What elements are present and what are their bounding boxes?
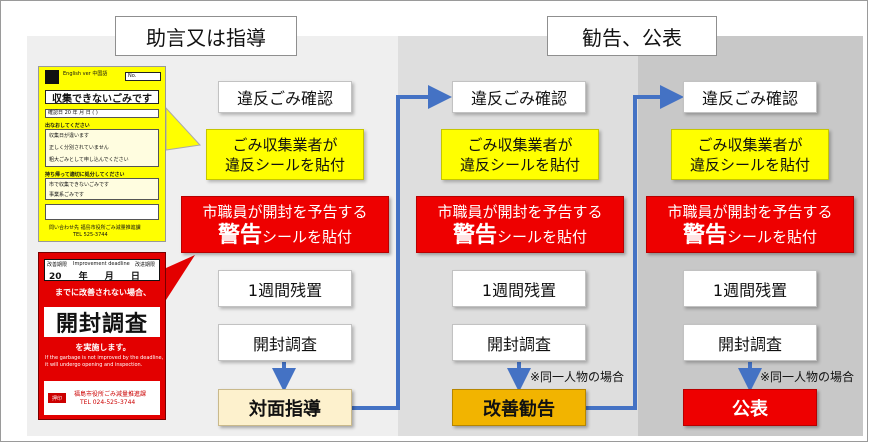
header-recommend: 勧告、公表 bbox=[547, 16, 717, 56]
col3-leave-box: 1週間残置 bbox=[683, 270, 817, 307]
yellow-sticker-no: No. bbox=[125, 72, 161, 81]
col1-sticker-box: ごみ収集業者が 違反シールを貼付 bbox=[206, 129, 364, 180]
col1-warning-box: 市職員が開封を予告する 警告シールを貼付 bbox=[181, 196, 389, 253]
callout-yellow bbox=[165, 106, 202, 151]
red-sticker-deadline-label: 改善期限 bbox=[47, 262, 68, 268]
col2-warning-box: 市職員が開封を予告する 警告シールを貼付 bbox=[416, 196, 624, 253]
yellow-sticker-reasons: 収集日が違います 正しく分別されていません 粗大ごみとして申し込んでください bbox=[45, 129, 159, 167]
yellow-sticker-date: 確認日 20 年 月 日 ( ) bbox=[45, 109, 159, 118]
yellow-sticker-tel: TEL 525-3744 bbox=[73, 232, 108, 238]
col1-sticker-line1: ごみ収集業者が bbox=[232, 135, 338, 154]
red-sticker-stamp: 押印 bbox=[48, 393, 66, 403]
col3-sticker-line1: ごみ収集業者が bbox=[697, 135, 803, 154]
yellow-sticker-takeback2: 事業系ごみです bbox=[49, 192, 85, 198]
col1-leave-box: 1週間残置 bbox=[218, 270, 352, 307]
header-advice: 助言又は指導 bbox=[115, 16, 297, 56]
col2-inspect-box: 開封調査 bbox=[452, 324, 586, 361]
yellow-sticker-reason2: 正しく分別されていません bbox=[49, 145, 109, 151]
qr-code-icon bbox=[45, 70, 59, 84]
col3-inspect-box: 開封調査 bbox=[683, 324, 817, 361]
col1-inspect-box: 開封調査 bbox=[218, 324, 352, 361]
red-sticker-deadline: 改善期限 Improvement deadline 改进期限 20 年 月 日 bbox=[44, 259, 160, 282]
col2-confirm-box: 違反ごみ確認 bbox=[452, 81, 586, 113]
col2-sticker-line2: 違反シールを貼付 bbox=[459, 155, 580, 174]
col1-sticker-line2: 違反シールを貼付 bbox=[224, 155, 345, 174]
col2-sticker-line1: ごみ収集業者が bbox=[467, 135, 573, 154]
yellow-sticker-takeback1: 市で収集できないごみです bbox=[49, 182, 110, 188]
yellow-sticker-reason1: 収集日が違います bbox=[49, 133, 90, 139]
col1-warning-line1: 市職員が開封を予告する bbox=[202, 203, 368, 221]
red-sticker-deadline-en: Improvement deadline bbox=[73, 261, 130, 267]
red-sticker-footer: 押印 福島市役所ごみ減量推進課 TEL 024-525-3744 bbox=[44, 381, 160, 415]
yellow-sticker-takeback-header: 持ち帰って適切に処分してください bbox=[45, 172, 125, 178]
col2-warning-big: 警告 bbox=[452, 223, 497, 248]
red-sticker-date: 20 年 月 日 bbox=[49, 272, 140, 282]
col3-warning-line1: 市職員が開封を予告する bbox=[667, 203, 833, 221]
col2-warning-rest: シールを貼付 bbox=[497, 228, 588, 246]
red-sticker-en1: If the garbage is not improved by the de… bbox=[45, 355, 164, 361]
yellow-violation-sticker: English ver 中国語 No. 収集できないごみです 確認日 20 年 … bbox=[38, 66, 166, 242]
yellow-sticker-takeback: 市で収集できないごみです 事業系ごみです bbox=[45, 178, 159, 200]
arrow-to-col3 bbox=[586, 85, 684, 410]
yellow-sticker-memo bbox=[45, 204, 159, 220]
col3-note: ※同一人物の場合 bbox=[760, 370, 855, 384]
final-taimen-shido: 対面指導 bbox=[218, 389, 352, 426]
col1-warning-big: 警告 bbox=[217, 223, 262, 248]
col3-warning-big: 警告 bbox=[682, 223, 727, 248]
col2-warning-line1: 市職員が開封を予告する bbox=[437, 203, 603, 221]
col3-warning-rest: シールを貼付 bbox=[727, 228, 818, 246]
red-sticker-title: 開封調査 bbox=[44, 307, 160, 337]
col3-sticker-box: ごみ収集業者が 違反シールを貼付 bbox=[671, 129, 829, 180]
yellow-sticker-reason3: 粗大ごみとして申し込んでください bbox=[49, 157, 129, 163]
red-sticker-implement: を実施します。 bbox=[75, 343, 131, 352]
red-sticker-org: 福島市役所ごみ減量推進課 bbox=[74, 391, 147, 398]
col3-warning-box: 市職員が開封を予告する 警告シールを貼付 bbox=[646, 196, 854, 253]
final-kaizen-kankoku: 改善勧告 bbox=[452, 389, 586, 426]
callout-red bbox=[166, 255, 195, 300]
col3-sticker-line2: 違反シールを貼付 bbox=[689, 155, 810, 174]
col2-leave-box: 1週間残置 bbox=[452, 270, 586, 307]
col2-sticker-box: ごみ収集業者が 違反シールを貼付 bbox=[441, 129, 599, 180]
yellow-sticker-title: 収集できないごみです bbox=[45, 90, 159, 105]
arrow-to-col2 bbox=[352, 85, 452, 410]
col3-confirm-box: 違反ごみ確認 bbox=[683, 81, 817, 113]
col2-note: ※同一人物の場合 bbox=[530, 370, 625, 384]
col1-warning-rest: シールを貼付 bbox=[262, 228, 353, 246]
final-kohyo: 公表 bbox=[683, 389, 817, 426]
yellow-sticker-contact: 問い合わせ先 福島市役所ごみ減量推進課 bbox=[49, 225, 141, 231]
yellow-sticker-lang: English ver 中国語 bbox=[63, 71, 108, 77]
red-sticker-deadline-cn: 改进期限 bbox=[135, 262, 156, 268]
red-sticker-en2: it will undergo opening and inspection. bbox=[45, 362, 143, 368]
col1-confirm-box: 違反ごみ確認 bbox=[218, 81, 352, 113]
yellow-sticker-reason-header: 出なおしてください bbox=[45, 123, 90, 129]
red-warning-sticker: 改善期限 Improvement deadline 改进期限 20 年 月 日 … bbox=[38, 252, 166, 420]
red-sticker-until: までに改善されない場合、 bbox=[55, 288, 151, 297]
red-sticker-tel: TEL 024-525-3744 bbox=[80, 399, 136, 406]
